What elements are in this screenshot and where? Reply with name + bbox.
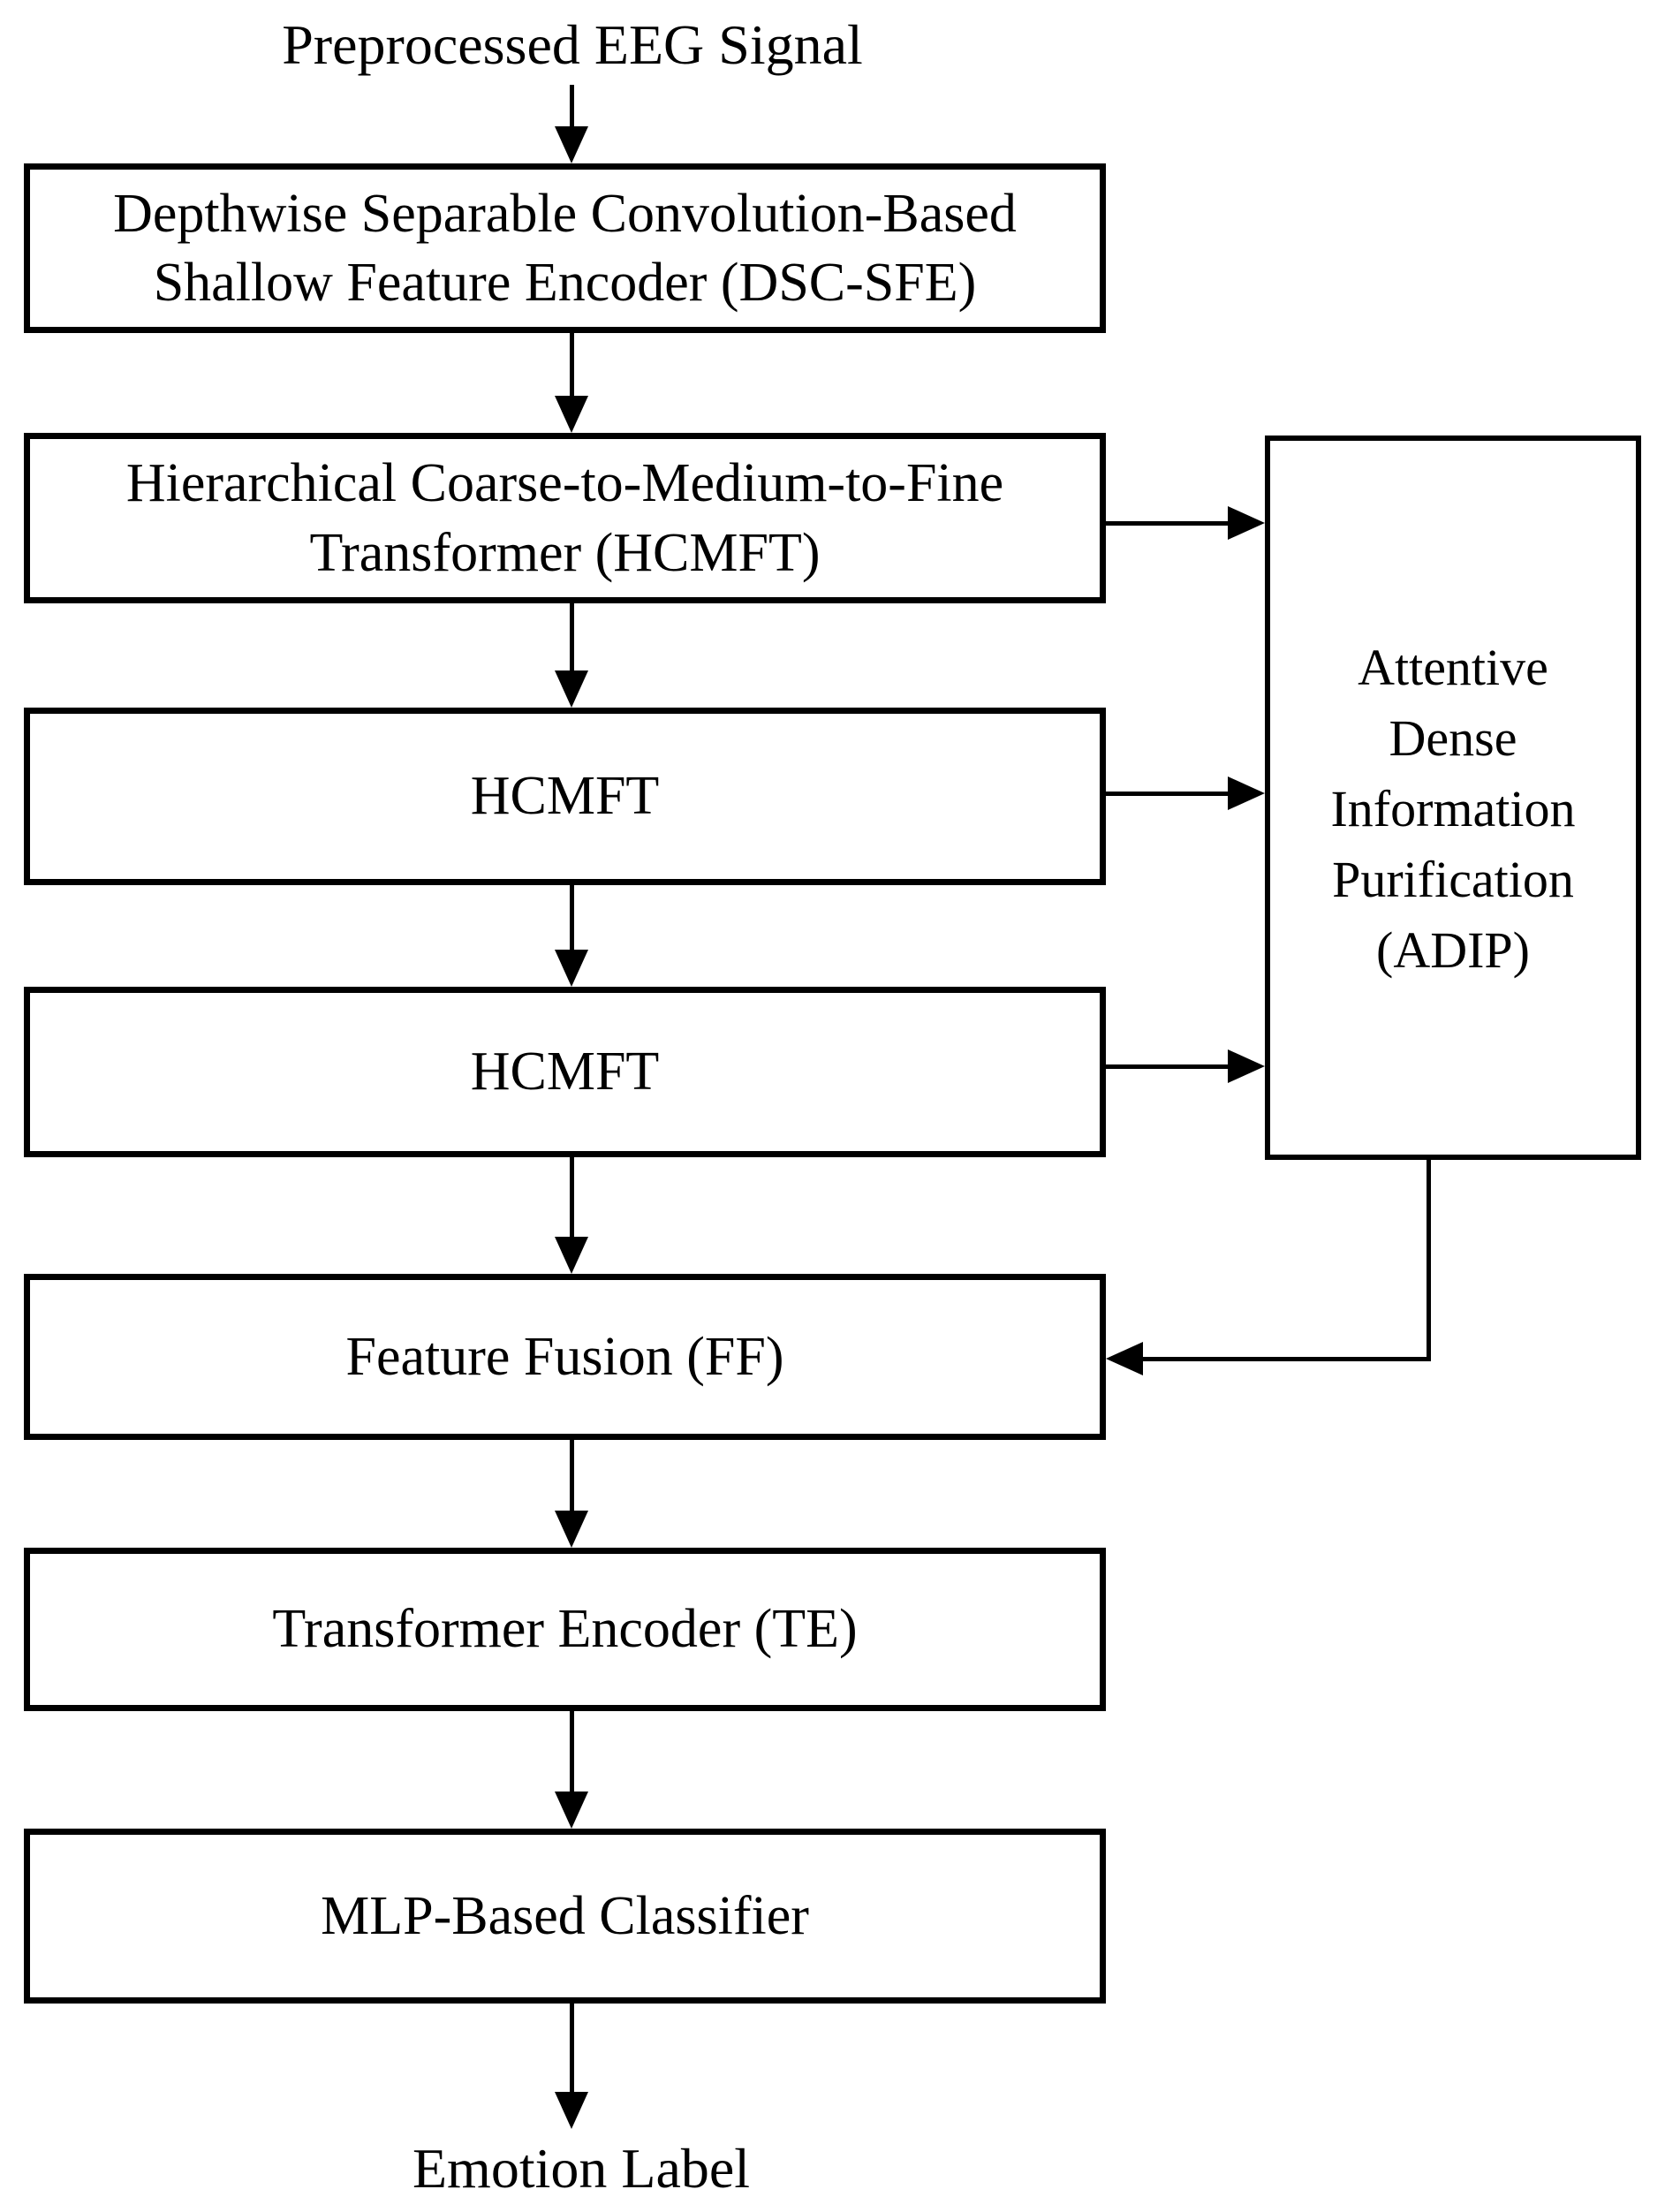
adip-box: Attentive Dense Information Purification… [1265, 436, 1641, 1160]
arrow-mlp-output-head-icon [555, 2092, 588, 2129]
arrow-hcmft1-adip-head-icon [1228, 506, 1265, 540]
arrow-input-line [570, 85, 574, 130]
arrow-hcmft3-adip-head-icon [1228, 1049, 1265, 1083]
arrow-mlp-output-line [570, 2004, 574, 2095]
te-label: Transformer Encoder (TE) [272, 1599, 858, 1660]
adip-ff-connector-vline [1427, 1160, 1431, 1361]
arrow-hcmft2-hcmft3-head-icon [555, 950, 588, 987]
arrow-hcmft3-adip-line [1106, 1064, 1231, 1069]
hcmft2-label: HCMFT [470, 766, 660, 827]
dsc-sfe-label: Depthwise Separable Convolution-Based Sh… [113, 183, 1017, 313]
hcmft1-box: Hierarchical Coarse-to-Medium-to-Fine Tr… [24, 433, 1106, 603]
bottom-label: Emotion Label [412, 2137, 751, 2200]
arrow-dscsfe-hcmft1-head-icon [555, 396, 588, 433]
arrow-adip-ff-head-icon [1106, 1342, 1143, 1375]
hcmft2-box: HCMFT [24, 708, 1106, 885]
dsc-sfe-box: Depthwise Separable Convolution-Based Sh… [24, 163, 1106, 333]
arrow-hcmft2-hcmft3-line [570, 885, 574, 953]
arrow-te-mlp-line [570, 1711, 574, 1795]
arrow-dscsfe-hcmft1-line [570, 333, 574, 399]
adip-label: Attentive Dense Information Purification… [1330, 638, 1576, 980]
ff-label: Feature Fusion (FF) [345, 1326, 784, 1387]
arrow-hcmft2-adip-head-icon [1228, 776, 1265, 810]
hcmft1-label: Hierarchical Coarse-to-Medium-to-Fine Tr… [125, 453, 1004, 583]
adip-ff-connector-hline [1139, 1357, 1431, 1361]
arrow-hcmft1-hcmft2-head-icon [555, 670, 588, 708]
arrow-input-head-icon [555, 126, 588, 163]
mlp-label: MLP-Based Classifier [321, 1885, 809, 1946]
arrow-hcmft1-adip-line [1106, 521, 1231, 526]
ff-box: Feature Fusion (FF) [24, 1274, 1106, 1440]
mlp-box: MLP-Based Classifier [24, 1829, 1106, 2004]
hcmft3-label: HCMFT [470, 1042, 660, 1102]
arrow-hcmft2-adip-line [1106, 792, 1231, 796]
arrow-hcmft3-ff-head-icon [555, 1237, 588, 1274]
arrow-hcmft3-ff-line [570, 1157, 574, 1240]
arrow-te-mlp-head-icon [555, 1792, 588, 1829]
te-box: Transformer Encoder (TE) [24, 1548, 1106, 1711]
top-label: Preprocessed EEG Signal [282, 13, 863, 76]
arrow-ff-te-head-icon [555, 1511, 588, 1548]
arrow-ff-te-line [570, 1440, 574, 1514]
hcmft3-box: HCMFT [24, 987, 1106, 1157]
arrow-hcmft1-hcmft2-line [570, 603, 574, 674]
